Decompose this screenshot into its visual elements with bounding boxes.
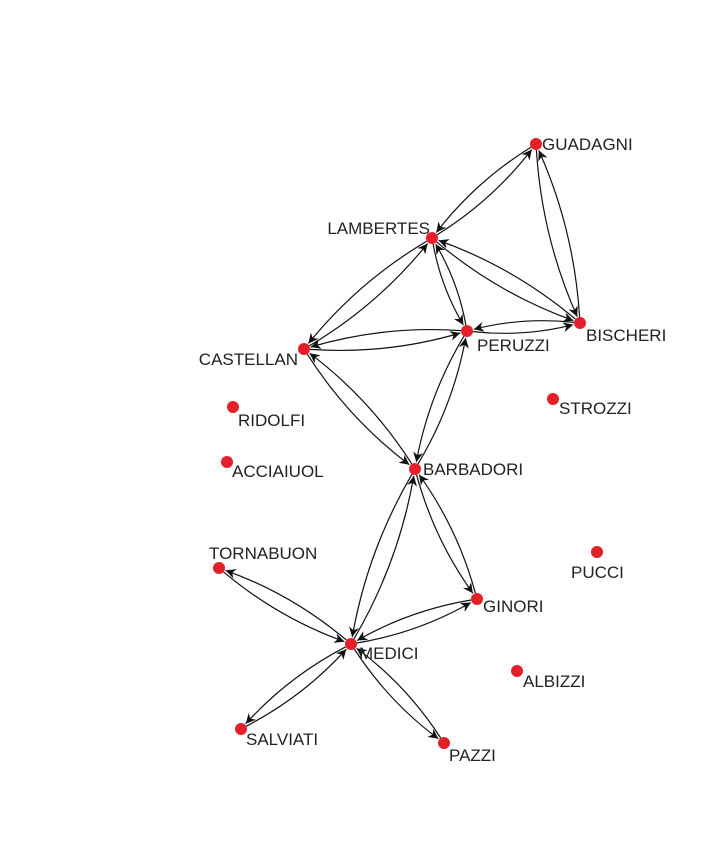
- node-label-peruzzi: PERUZZI: [477, 336, 550, 355]
- edge-castellan-to-lambertes: [308, 243, 429, 347]
- edge-bischeri-to-peruzzi: [473, 320, 575, 332]
- edge-medici-to-ginori: [356, 601, 472, 644]
- edge-lambertes-to-castellan: [307, 240, 428, 344]
- node-acciaiuol: [221, 456, 233, 468]
- edge-barbadori-to-ginori: [416, 474, 474, 594]
- node-label-pazzi: PAZZI: [449, 746, 496, 765]
- node-barbadori: [409, 463, 421, 475]
- edge-bischeri-to-lambertes: [438, 239, 576, 320]
- edge-tornabuon-to-medici: [223, 571, 345, 643]
- node-label-bischeri: BISCHERI: [586, 326, 666, 345]
- node-ridolfi: [227, 401, 239, 413]
- node-tornabuon: [213, 562, 225, 574]
- edge-peruzzi-to-castellan: [310, 328, 462, 349]
- node-label-barbadori: BARBADORI: [423, 460, 523, 479]
- node-salviati: [235, 723, 247, 735]
- node-peruzzi: [461, 325, 473, 337]
- edge-ginori-to-barbadori: [418, 474, 476, 594]
- edge-medici-to-salviati: [245, 646, 346, 725]
- node-label-pucci: PUCCI: [571, 563, 624, 582]
- edge-medici-to-tornabuon: [225, 569, 347, 641]
- edge-barbadori-to-peruzzi: [417, 337, 469, 465]
- node-bischeri: [574, 317, 586, 329]
- node-albizzi: [511, 665, 523, 677]
- node-label-salviati: SALVIATI: [246, 730, 318, 749]
- edge-castellan-to-peruzzi: [309, 331, 461, 352]
- labels-layer: GUADAGNI LAMBERTES PERUZZI BISCHERI CASTELLA…: [199, 135, 667, 765]
- node-medici: [345, 638, 357, 650]
- edge-lambertes-to-peruzzi: [432, 243, 464, 326]
- node-label-guadagni: GUADAGNI: [542, 135, 633, 154]
- node-label-acciaiuol: ACCIAIUOL: [232, 462, 324, 481]
- node-label-albizzi: ALBIZZI: [523, 672, 585, 691]
- edge-guadagni-to-lambertes: [435, 146, 532, 233]
- node-label-tornabuon: TORNABUON: [209, 544, 317, 563]
- node-pazzi: [438, 737, 450, 749]
- edge-peruzzi-to-barbadori: [413, 335, 465, 463]
- edge-salviati-to-medici: [246, 648, 347, 727]
- edge-lambertes-to-bischeri: [436, 241, 574, 322]
- edge-medici-to-pazzi: [353, 648, 439, 740]
- edge-castellan-to-barbadori: [306, 353, 410, 466]
- edge-peruzzi-to-lambertes: [435, 243, 467, 326]
- edge-barbadori-to-castellan: [309, 352, 413, 465]
- node-strozzi: [547, 393, 559, 405]
- node-label-strozzi: STROZZI: [559, 399, 632, 418]
- node-label-lambertes: LAMBERTES: [327, 219, 430, 238]
- edges-layer: [223, 146, 581, 740]
- node-label-ginori: GINORI: [483, 597, 543, 616]
- edge-lambertes-to-guadagni: [436, 149, 533, 236]
- node-ginori: [471, 593, 483, 605]
- node-label-ridolfi: RIDOLFI: [238, 411, 305, 430]
- edge-pazzi-to-medici: [356, 647, 442, 739]
- node-lambertes: [426, 232, 438, 244]
- node-guadagni: [530, 138, 542, 150]
- edge-barbadori-to-medici: [348, 473, 413, 638]
- edge-ginori-to-medici: [356, 599, 472, 642]
- edge-guadagni-to-bischeri: [535, 149, 578, 317]
- nodes-layer: [213, 138, 603, 749]
- edge-medici-to-barbadori: [353, 475, 418, 640]
- edge-peruzzi-to-bischeri: [472, 322, 574, 334]
- node-castellan: [298, 343, 310, 355]
- node-label-castellan: CASTELLAN: [199, 350, 298, 369]
- node-pucci: [591, 546, 603, 558]
- edge-bischeri-to-guadagni: [538, 150, 581, 318]
- node-label-medici: MEDICI: [359, 644, 419, 663]
